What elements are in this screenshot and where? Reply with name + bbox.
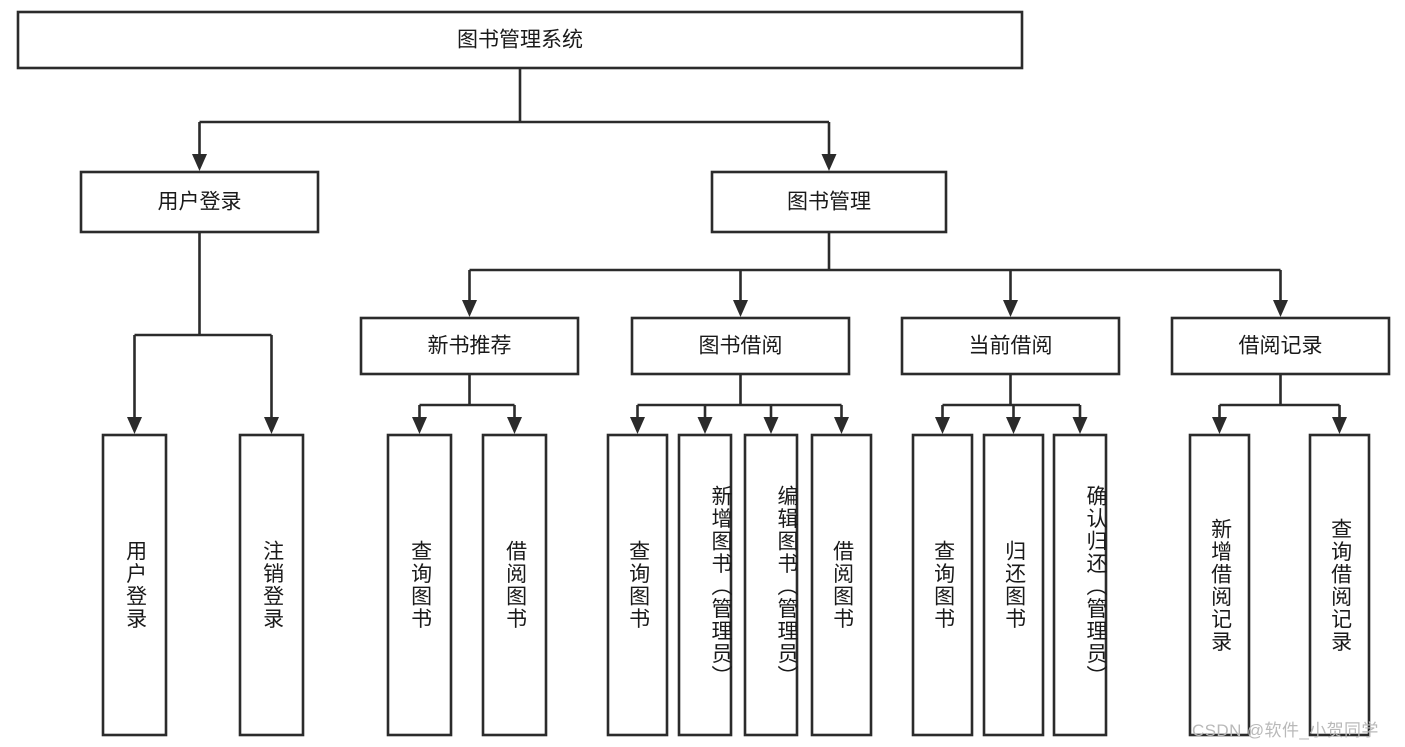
arrow-head-icon (462, 300, 477, 317)
arrow-head-icon (264, 417, 279, 434)
connector-layer (127, 68, 1347, 434)
arrow-head-icon (507, 417, 522, 434)
node-box-leaf-add-borrow-record[interactable] (1188, 433, 1251, 737)
node-label-current-borrow: 当前借阅 (969, 335, 1053, 358)
node-box-leaf-query-book-1[interactable] (386, 433, 453, 737)
csdn-watermark: CSDN @软件_小贺同学 (1192, 721, 1379, 740)
node-label-borrow-records: 借阅记录 (1239, 335, 1323, 358)
arrow-head-icon (412, 417, 427, 434)
node-label-user-login: 用户登录 (158, 191, 242, 214)
arrow-head-icon (697, 417, 713, 434)
node-box-leaf-return-book[interactable] (982, 433, 1045, 737)
arrow-head-icon (192, 154, 207, 171)
arrow-head-icon (1006, 417, 1021, 434)
node-box-new-book-recommend[interactable] (359, 316, 580, 376)
arrow-head-icon (733, 300, 748, 317)
arrow-head-icon (1273, 300, 1288, 317)
node-box-current-borrow[interactable] (900, 316, 1121, 376)
arrow-head-icon (1072, 417, 1088, 434)
arrow-head-icon (630, 417, 645, 434)
node-box-leaf-edit-book[interactable] (743, 433, 799, 737)
node-box-book-management[interactable] (710, 170, 948, 234)
arrow-head-icon (821, 154, 837, 171)
node-label-book-borrow: 图书借阅 (699, 335, 783, 358)
arrow-head-icon (763, 417, 779, 434)
node-label-root: 图书管理系统 (457, 29, 583, 52)
arrow-head-icon (834, 417, 849, 434)
node-box-borrow-records[interactable] (1170, 316, 1391, 376)
node-box-leaf-logout-login[interactable] (238, 433, 305, 737)
node-box-leaf-query-book-3[interactable] (911, 433, 974, 737)
arrow-head-icon (1212, 417, 1227, 434)
arrow-head-icon (935, 417, 950, 434)
node-box-leaf-add-book[interactable] (677, 433, 733, 737)
node-box-leaf-user-login[interactable] (101, 433, 168, 737)
node-label-new-book-recommend: 新书推荐 (428, 335, 512, 358)
node-box-user-login[interactable] (79, 170, 320, 234)
node-box-leaf-confirm-return[interactable] (1052, 433, 1108, 737)
arrow-head-icon (1332, 417, 1347, 434)
node-box-leaf-borrow-book-2[interactable] (810, 433, 873, 737)
arrow-head-icon (127, 417, 142, 434)
node-box-layer (16, 10, 1391, 737)
node-box-root[interactable] (16, 10, 1024, 70)
node-label-book-management: 图书管理 (787, 191, 871, 214)
node-box-leaf-borrow-book-1[interactable] (481, 433, 548, 737)
node-box-leaf-query-book-2[interactable] (606, 433, 669, 737)
node-box-book-borrow[interactable] (630, 316, 851, 376)
arrow-head-icon (1003, 300, 1018, 317)
node-box-leaf-query-borrow-record[interactable] (1308, 433, 1371, 737)
